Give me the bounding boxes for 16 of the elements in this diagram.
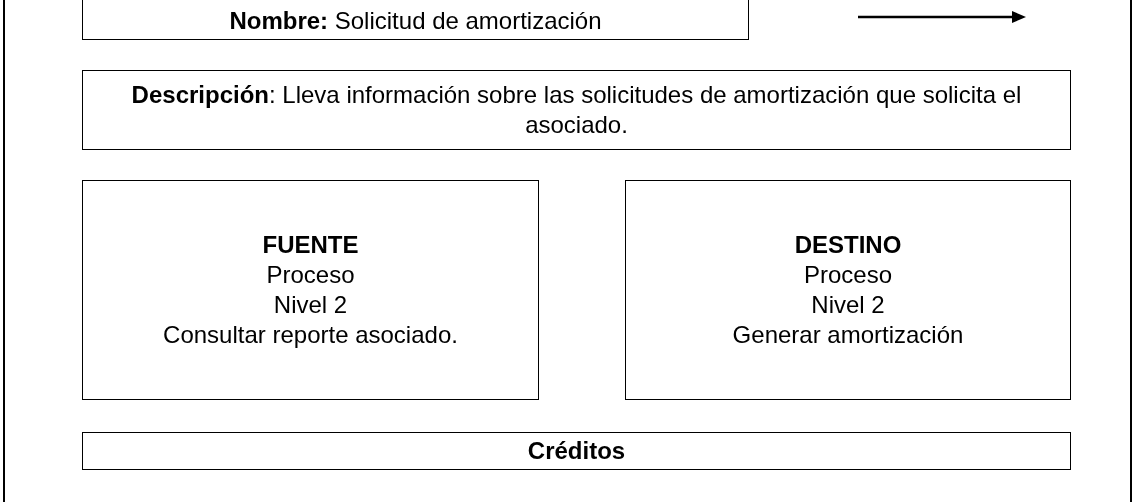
field-text: Nombre: Solicitud de amortización <box>229 6 602 36</box>
box-text: Nivel 2 <box>811 290 885 320</box>
box-text: Generar amortización <box>732 320 964 350</box>
box-heading: FUENTE <box>262 230 359 260</box>
field-text: Descripción: Lleva información sobre las solicitudes de amortización que solicita el asociado. <box>130 80 1023 140</box>
box-text: Consultar reporte asociado. <box>163 320 458 350</box>
name-field <box>82 0 749 40</box>
box-text: Proceso <box>803 260 892 290</box>
footer-field <box>82 432 1071 470</box>
box-heading: DESTINO <box>794 230 902 260</box>
box-text: Proceso <box>266 260 355 290</box>
box-text: Nivel 2 <box>273 290 348 320</box>
source-box <box>82 180 539 400</box>
field-text: Créditos <box>527 436 626 466</box>
description-field <box>82 70 1071 150</box>
destination-box <box>625 180 1071 400</box>
